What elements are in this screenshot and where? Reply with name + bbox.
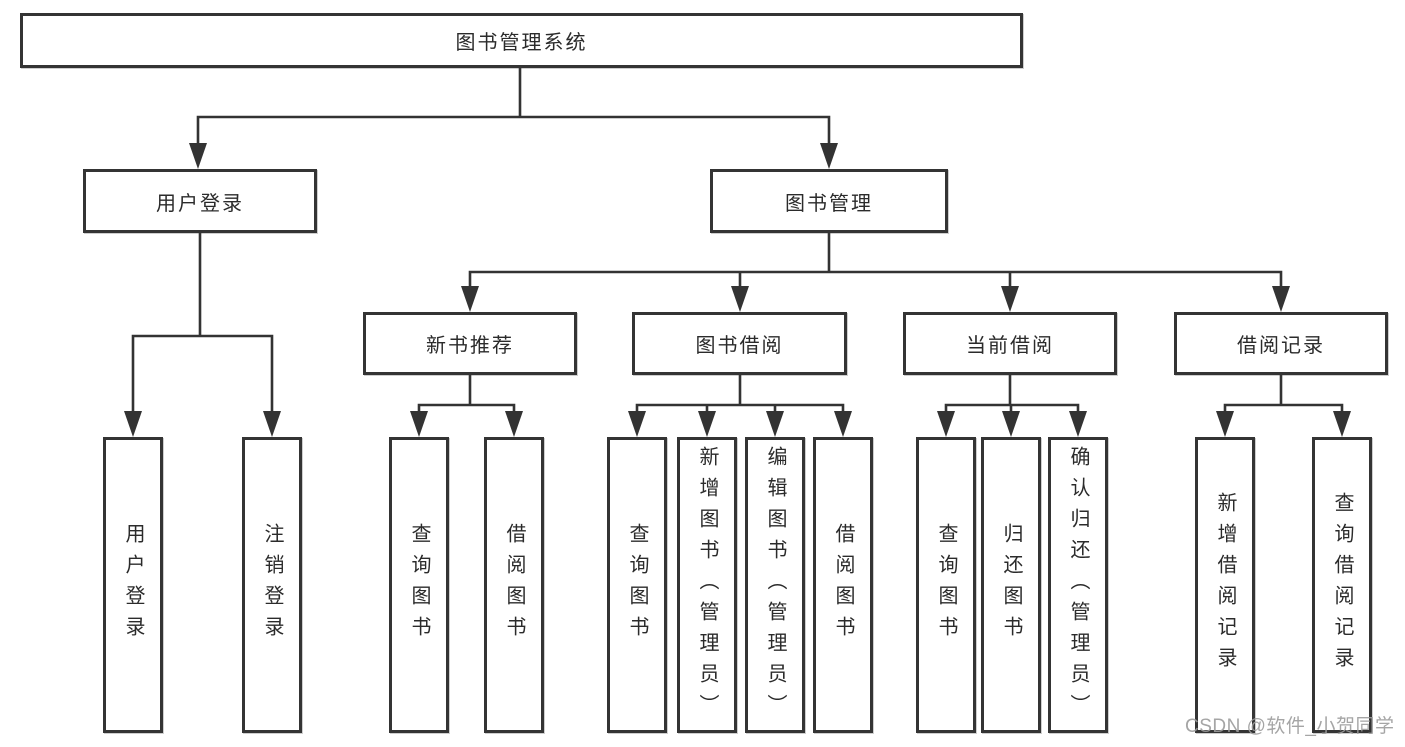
connector-user-login-to-leaves (124, 231, 281, 437)
node-label: 借阅图书 (832, 523, 854, 647)
arrowhead-down-icon (937, 411, 955, 437)
line (131, 231, 274, 416)
connector-current-borrow-to-leaves (937, 373, 1087, 437)
node-current-borrow: 当前借阅 (903, 312, 1117, 375)
arrowhead-down-icon (461, 286, 479, 312)
arrowhead-down-icon (410, 411, 428, 437)
line (1223, 373, 1344, 416)
watermark: CSDN @软件_小贺同学 (1185, 716, 1395, 737)
node-label: 图书管理 (785, 192, 873, 215)
leaf-add-book-admin: 新增图书（管理员） (677, 437, 737, 733)
connector-new-book-to-leaves (410, 373, 523, 437)
node-label: 新增图书（管理员） (696, 445, 718, 725)
arrowhead-down-icon (698, 411, 716, 437)
line (417, 373, 516, 416)
arrowhead-down-icon (505, 411, 523, 437)
line (635, 373, 845, 416)
node-system-root: 图书管理系统 (20, 13, 1023, 68)
leaf-edit-book-admin: 编辑图书（管理员） (745, 437, 805, 733)
arrowhead-down-icon (1002, 411, 1020, 437)
leaf-query-books-3: 查询图书 (916, 437, 976, 733)
node-label: 查询图书 (935, 523, 957, 647)
node-label: 注销登录 (261, 523, 283, 647)
node-label: 编辑图书（管理员） (764, 445, 786, 725)
node-label: 查询借阅记录 (1331, 492, 1353, 678)
arrowhead-down-icon (628, 411, 646, 437)
arrowhead-down-icon (1001, 286, 1019, 312)
arrowhead-down-icon (834, 411, 852, 437)
node-label: 新书推荐 (426, 335, 514, 357)
leaf-borrow-books-2: 借阅图书 (813, 437, 873, 733)
leaf-borrow-books-1: 借阅图书 (484, 437, 544, 733)
node-borrow-records: 借阅记录 (1174, 312, 1388, 375)
leaf-add-borrow-record: 新增借阅记录 (1195, 437, 1255, 733)
node-label: 用户登录 (156, 192, 244, 215)
leaf-query-borrow-record: 查询借阅记录 (1312, 437, 1372, 733)
arrowhead-down-icon (1272, 286, 1290, 312)
node-label: 图书管理系统 (455, 32, 588, 54)
leaf-return-book: 归还图书 (981, 437, 1041, 733)
arrowhead-down-icon (1333, 411, 1351, 437)
node-new-book-recommend: 新书推荐 (363, 312, 577, 375)
connector-book-borrow-to-leaves (628, 373, 852, 437)
node-label: 查询图书 (408, 523, 430, 647)
line (944, 373, 1080, 416)
node-label: 借阅记录 (1237, 335, 1325, 357)
connector-book-management-to-modules (461, 231, 1290, 312)
line (468, 231, 1283, 292)
node-label: 查询图书 (626, 523, 648, 647)
node-label: 用户登录 (122, 523, 144, 647)
node-label: 图书借阅 (695, 335, 784, 357)
leaf-query-books-1: 查询图书 (389, 437, 449, 733)
arrowhead-down-icon (263, 411, 281, 437)
arrowhead-down-icon (820, 143, 838, 169)
arrowhead-down-icon (1069, 411, 1087, 437)
node-book-borrow: 图书借阅 (632, 312, 847, 375)
arrowhead-down-icon (766, 411, 784, 437)
arrowhead-down-icon (124, 411, 142, 437)
leaf-user-login: 用户登录 (103, 437, 163, 733)
arrowhead-down-icon (731, 286, 749, 312)
connector-borrow-records-to-leaves (1216, 373, 1351, 437)
node-user-login: 用户登录 (83, 169, 317, 233)
node-label: 借阅图书 (503, 523, 525, 647)
node-label: 当前借阅 (966, 335, 1054, 357)
leaf-confirm-return-admin: 确认归还（管理员） (1048, 437, 1108, 733)
node-label: 新增借阅记录 (1214, 492, 1236, 678)
arrowhead-down-icon (1216, 411, 1234, 437)
leaf-logout: 注销登录 (242, 437, 302, 733)
connector-root-to-branches (189, 66, 838, 169)
node-book-management: 图书管理 (710, 169, 948, 233)
leaf-query-books-2: 查询图书 (607, 437, 667, 733)
arrowhead-down-icon (189, 143, 207, 169)
node-label: 确认归还（管理员） (1067, 445, 1089, 725)
node-label: 归还图书 (1000, 523, 1022, 647)
line (196, 66, 831, 150)
